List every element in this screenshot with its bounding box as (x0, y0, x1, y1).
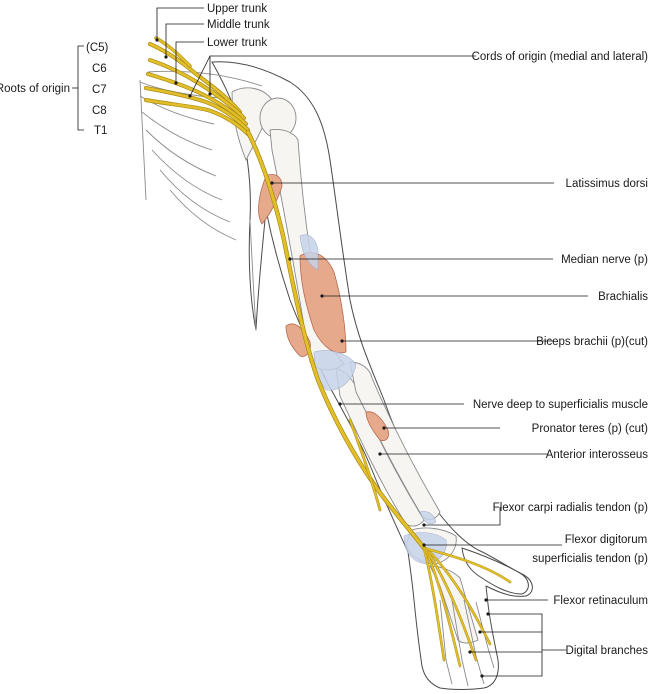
label-digital-branches: Digital branches (566, 645, 649, 657)
label-latissimus-dorsi: Latissimus dorsi (566, 178, 648, 190)
label-cords-of-origin: Cords of origin (medial and lateral) (472, 51, 649, 63)
label-roots-of-origin: Roots of origin (0, 83, 70, 95)
label-root-c6: C6 (92, 63, 107, 75)
tendons (299, 234, 447, 565)
thumb (461, 547, 529, 595)
rib-3 (141, 111, 213, 151)
label-nerve-deep: Nerve deep to superficialis muscle (473, 399, 648, 411)
label-brachialis: Brachialis (598, 291, 648, 303)
label-root-t1: T1 (94, 125, 107, 137)
rib-4 (145, 129, 217, 177)
wrist-tendon-2 (419, 511, 437, 525)
label-root-c8: C8 (92, 105, 107, 117)
hand (439, 547, 529, 687)
brachialis-muscle (299, 252, 347, 354)
ulna (349, 361, 441, 520)
upper-tendon (299, 234, 319, 271)
brachial-plexus (144, 36, 252, 138)
median-nerve-main-fill (246, 130, 426, 550)
finger-1 (439, 599, 453, 685)
label-upper-trunk: Upper trunk (207, 3, 267, 15)
muscles (258, 174, 389, 441)
label-median-nerve: Median nerve (p) (561, 254, 648, 266)
pronator-teres-muscle (365, 411, 389, 441)
label-flexor-digitorum-1: Flexor digitorum (565, 534, 647, 546)
rib-7 (169, 189, 237, 241)
torso-line (249, 219, 257, 331)
label-middle-trunk: Middle trunk (207, 19, 270, 31)
median-nerve (144, 36, 512, 668)
label-root-c5: (C5) (86, 42, 109, 54)
label-lower-trunk: Lower trunk (207, 37, 267, 49)
rib-5 (151, 149, 223, 201)
finger-4 (475, 601, 495, 669)
rib-6 (159, 169, 231, 223)
label-flexor-retinaculum: Flexor retinaculum (553, 595, 648, 607)
label-root-c7: C7 (92, 84, 107, 96)
digital-branches (422, 546, 512, 668)
label-anterior-interosseus: Anterior interosseus (546, 449, 649, 461)
label-flexor-carpi-radialis: Flexor carpi radialis tendon (p) (493, 502, 648, 514)
sternum-edge (139, 79, 147, 201)
label-biceps-brachii: Biceps brachii (p)(cut) (536, 336, 648, 348)
labels: Upper trunk Middle trunk Lower trunk Cor… (0, 3, 648, 657)
label-pronator-teres: Pronator teres (p) (cut) (532, 423, 648, 435)
label-flexor-digitorum-2: superficialis tendon (p) (532, 553, 648, 565)
leader-lines (72, 7, 588, 678)
finger-2 (451, 599, 469, 687)
